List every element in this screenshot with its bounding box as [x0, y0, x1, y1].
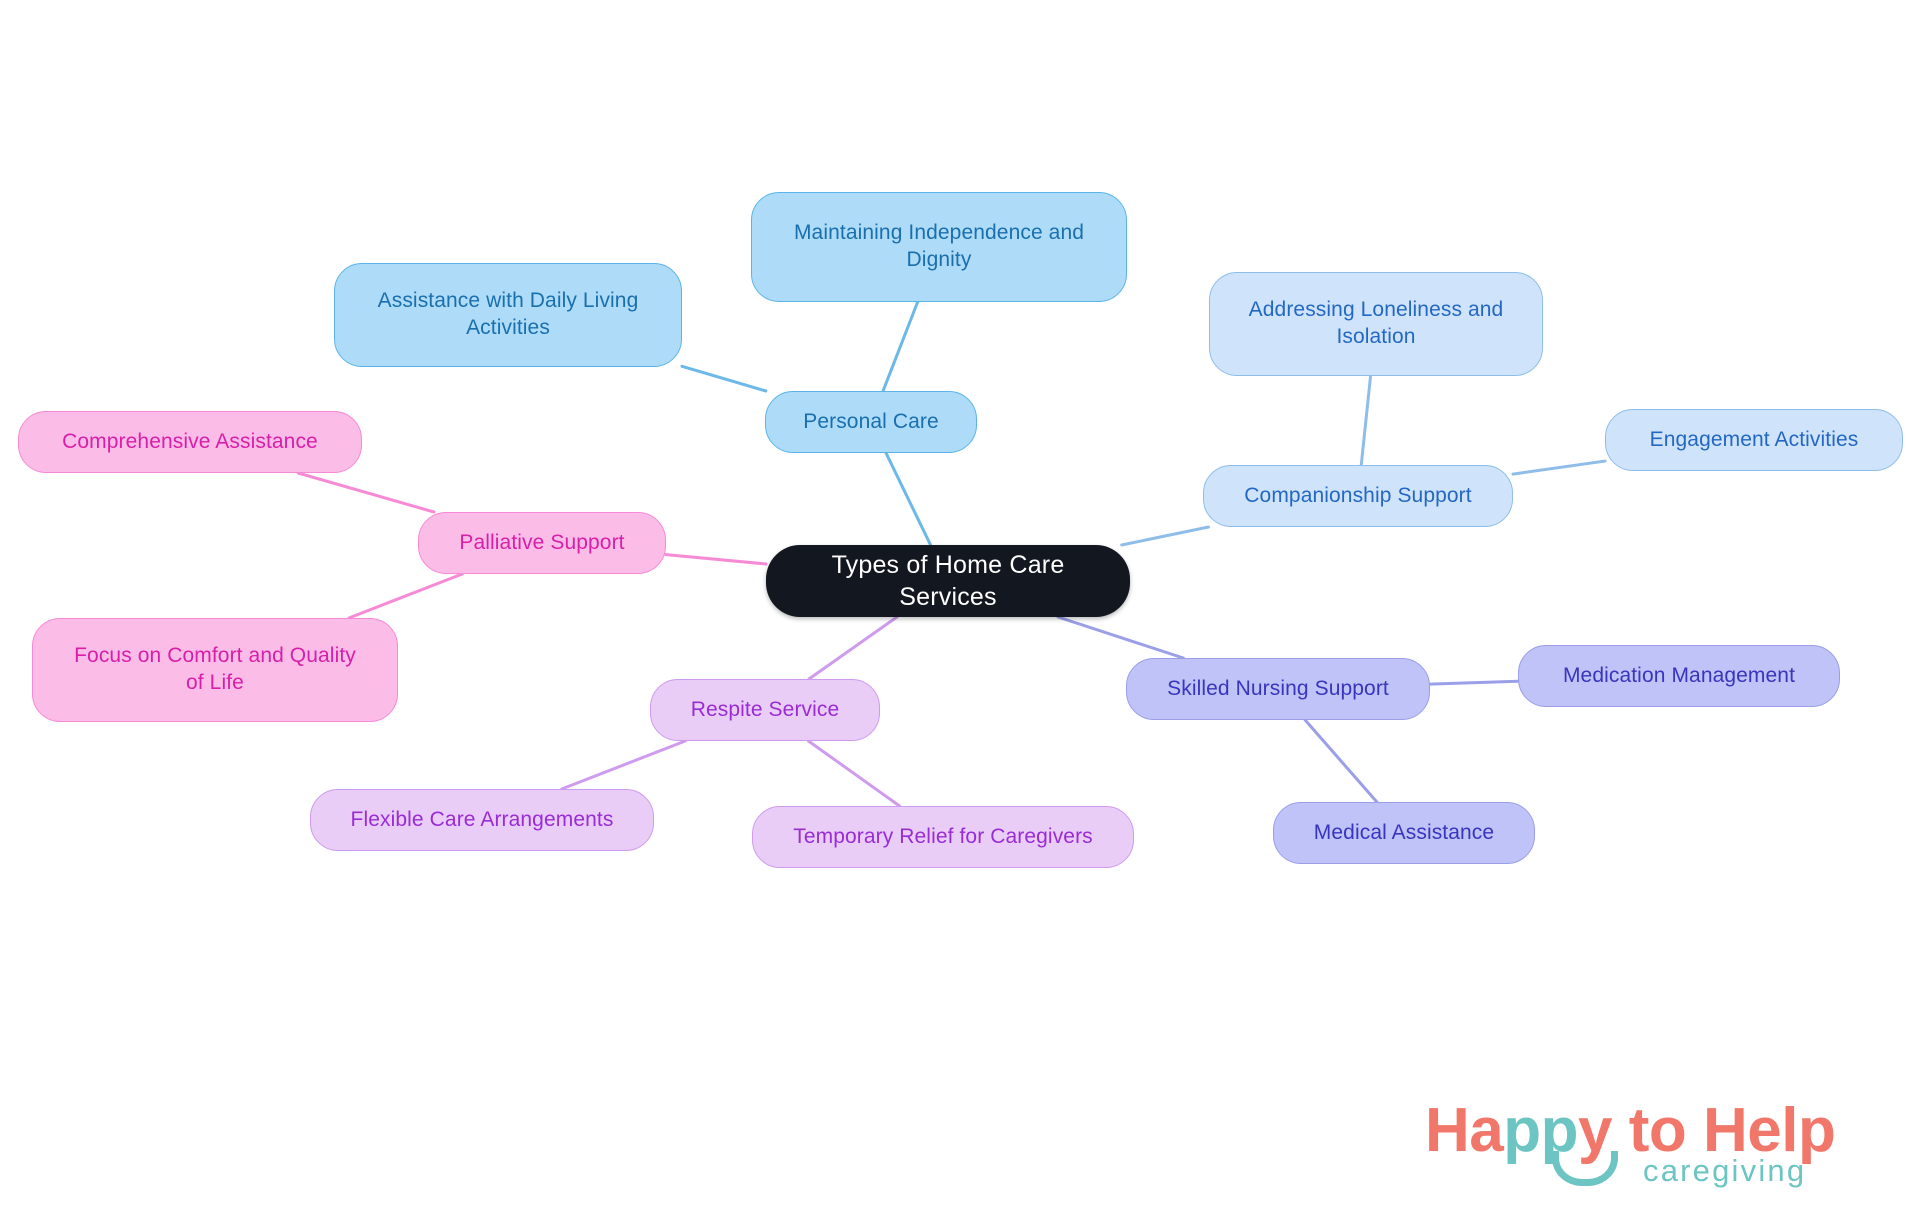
node-label: Engagement Activities	[1649, 427, 1859, 451]
logo-text-to-help: to Help	[1612, 1096, 1836, 1165]
node-root[interactable]: Types of Home Care Services	[766, 545, 1130, 617]
node-maintaining-independence[interactable]: Maintaining Independence and Dignity	[751, 192, 1127, 302]
edge-companionship-support-to-addressing-loneliness	[1359, 374, 1373, 467]
node-label: Flexible Care Arrangements	[350, 807, 614, 831]
edge-root-to-palliative-support	[664, 553, 768, 566]
edge-root-to-skilled-nursing-support	[1056, 615, 1185, 660]
edge-respite-service-to-temporary-relief-caregivers	[806, 739, 902, 808]
node-engagement-activities[interactable]: Engagement Activities	[1605, 409, 1903, 471]
brand-logo: Happy to Help caregiving	[1425, 1095, 1895, 1205]
node-label: Maintaining Independence and Dignity	[793, 221, 1085, 271]
node-label: Respite Service	[690, 697, 840, 721]
node-label: Companionship Support	[1244, 483, 1472, 507]
node-label: Addressing Loneliness and Isolation	[1248, 298, 1504, 348]
edge-personal-care-to-assistance-daily-living	[680, 364, 768, 393]
node-label: Medical Assistance	[1313, 820, 1495, 844]
node-label: Temporary Relief for Caregivers	[793, 824, 1093, 848]
node-flexible-care-arrangements[interactable]: Flexible Care Arrangements	[310, 789, 654, 851]
node-medication-management[interactable]: Medication Management	[1518, 645, 1840, 707]
edge-root-to-personal-care	[884, 451, 933, 547]
node-comprehensive-assistance[interactable]: Comprehensive Assistance	[18, 411, 362, 473]
node-medical-assistance[interactable]: Medical Assistance	[1273, 802, 1535, 864]
node-label: Skilled Nursing Support	[1167, 676, 1389, 700]
edge-personal-care-to-maintaining-independence	[881, 300, 920, 393]
node-label: Personal Care	[803, 409, 939, 433]
node-label: Focus on Comfort and Quality of Life	[74, 644, 356, 694]
logo-text-ha: Ha	[1425, 1096, 1504, 1165]
node-palliative-support[interactable]: Palliative Support	[418, 512, 666, 574]
node-label: Types of Home Care Services	[831, 551, 1065, 611]
node-label: Assistance with Daily Living Activities	[377, 289, 639, 339]
edge-root-to-respite-service	[807, 615, 899, 681]
logo-tagline: caregiving	[1643, 1153, 1807, 1188]
node-label: Palliative Support	[459, 530, 625, 554]
edge-respite-service-to-flexible-care-arrangements	[560, 739, 687, 791]
node-assistance-daily-living[interactable]: Assistance with Daily Living Activities	[334, 263, 682, 367]
node-temporary-relief-caregivers[interactable]: Temporary Relief for Caregivers	[752, 806, 1134, 868]
edge-skilled-nursing-support-to-medical-assistance	[1303, 718, 1379, 804]
node-personal-care[interactable]: Personal Care	[765, 391, 977, 453]
node-focus-comfort-quality[interactable]: Focus on Comfort and Quality of Life	[32, 618, 398, 722]
edge-skilled-nursing-support-to-medication-management	[1428, 679, 1520, 686]
node-skilled-nursing-support[interactable]: Skilled Nursing Support	[1126, 658, 1430, 720]
edge-palliative-support-to-comprehensive-assistance	[296, 471, 436, 514]
node-companionship-support[interactable]: Companionship Support	[1203, 465, 1513, 527]
edge-palliative-support-to-focus-comfort-quality	[347, 572, 464, 620]
node-addressing-loneliness[interactable]: Addressing Loneliness and Isolation	[1209, 272, 1543, 376]
node-label: Medication Management	[1562, 663, 1796, 687]
smile-icon	[1552, 1151, 1618, 1186]
edge-root-to-companionship-support	[1120, 525, 1210, 547]
edge-companionship-support-to-engagement-activities	[1511, 459, 1607, 476]
node-respite-service[interactable]: Respite Service	[650, 679, 880, 741]
node-label: Comprehensive Assistance	[62, 429, 318, 453]
